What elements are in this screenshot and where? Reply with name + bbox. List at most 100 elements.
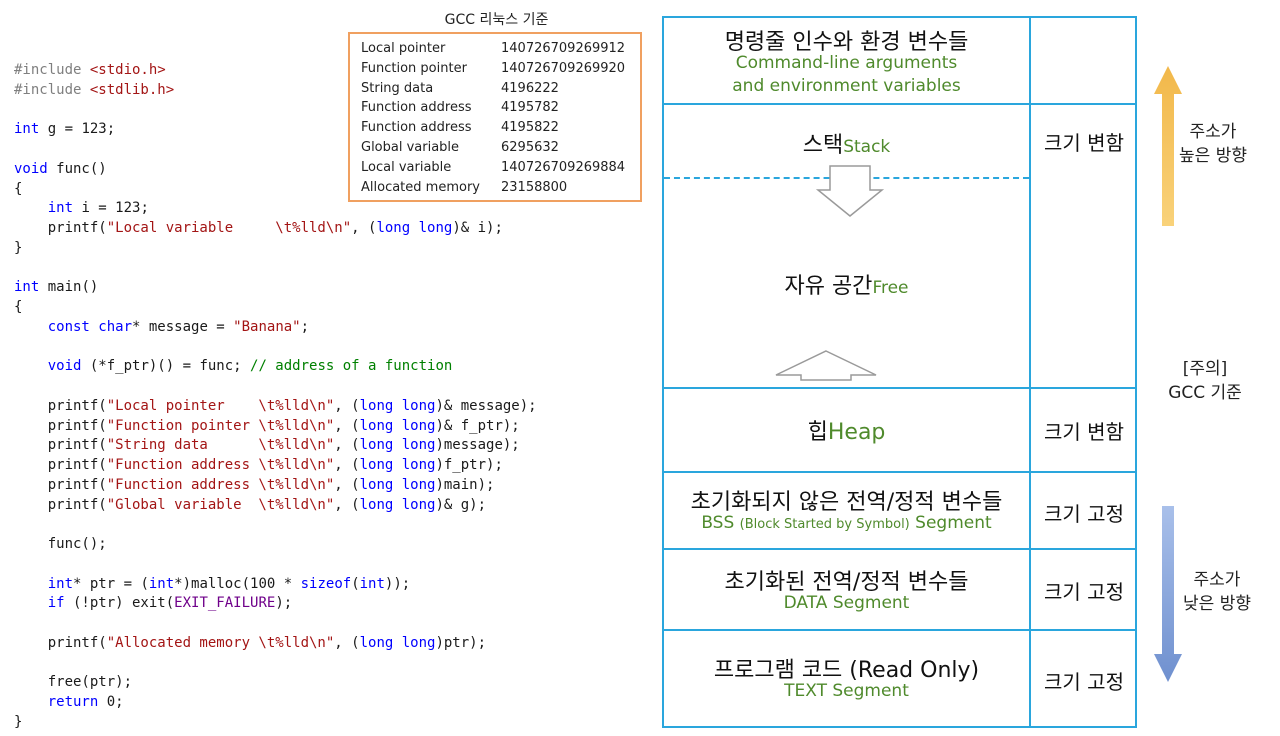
code-token: void [47,358,82,375]
code-token [14,200,48,216]
code-line: printf("Function pointer \t%lld\n", (lon… [14,417,537,437]
heap-grows-up-arrow [775,350,877,381]
bss-size-label: 크기 고정 [1044,502,1124,526]
output-value: 4195782 [501,100,559,116]
stack-grows-down-arrow [815,165,885,217]
output-label: Function address [361,120,472,136]
code-line: } [14,239,537,259]
code-line [14,614,537,634]
code-token: , ( [334,417,360,434]
code-token: sizeof [300,575,352,592]
code-line [14,555,537,575]
text-segment-subtitle: TEXT Segment [784,681,909,701]
code-token: long long [376,220,453,236]
code-token: * message = [132,318,234,335]
code-token [14,576,48,592]
args-segment-en-2: and environment variables [732,76,961,96]
code-token: main() [39,279,99,296]
code-line: printf("Local pointer \t%lld\n", (long l… [14,397,537,417]
code-token: long long [359,417,436,434]
code-line: printf("Function address \t%lld\n", (lon… [14,476,537,496]
code-token: int [47,575,74,592]
code-token: printf( [14,476,107,493]
code-token: free(ptr); [14,674,133,691]
code-line: int i = 123; [14,199,537,219]
text-segment-title: 프로그램 코드 (Read Only) [713,658,980,683]
code-token [14,694,48,710]
code-token: "String data \t%lld\n" [106,437,335,454]
code-token: int [14,279,40,296]
output-value: 23158800 [501,179,568,195]
code-token [14,595,48,611]
code-token: <stdlib.h> [89,81,175,98]
code-line: int g = 123; [14,120,537,140]
bss-segment-subtitle: BSS (Block Started by Symbol) Segment [701,513,992,533]
code-token: )& g); [435,496,487,513]
code-token: if [47,595,65,612]
output-label: Global variable [361,139,460,155]
code-line: const char* message = "Banana"; [14,318,537,338]
code-token: )& message); [435,397,537,414]
code-token: printf( [14,417,107,434]
high-address-arrow [1154,66,1182,226]
output-row: Local pointer 140726709269912 [361,41,640,61]
code-token: , ( [334,496,360,513]
code-token: long long [359,397,436,414]
code-token: int [47,200,74,217]
code-line: #include <stdlib.h> [14,81,537,101]
caution-note: [주의]GCC 기준 [1168,359,1242,403]
output-row: Global variable 6295632 [361,140,640,160]
column-divider [1029,18,1031,726]
code-token: #include [14,62,90,78]
code-line: func(); [14,535,537,555]
code-token: #include [14,81,90,98]
code-line: int main() [14,278,537,298]
output-label: Local pointer [361,41,446,56]
code-line: { [14,180,537,200]
code-token: *)malloc(100 * [174,575,301,592]
bss-segment-title: 초기화되지 않은 전역/정적 변수들 [690,490,1003,515]
code-token: printf( [14,397,107,414]
code-line: free(ptr); [14,673,537,693]
output-value: 6295632 [501,139,559,155]
code-token: "Allocated memory \t%lld\n" [106,634,335,651]
heap-segment-label: 힙Heap [807,420,886,445]
data-size-label: 크기 고정 [1044,580,1124,604]
code-token: )ptr); [435,634,487,651]
code-token: } [14,713,23,730]
stack-size-label: 크기 변함 [1044,131,1124,155]
code-line: printf("Local variable \t%lld\n", (long … [14,219,537,239]
code-token: , ( [334,634,360,651]
divider-line [664,471,1135,473]
code-token: long long [359,496,436,513]
code-token: )); [384,575,411,592]
heap-boundary-dashed [664,387,1029,389]
code-token: "Local pointer \t%lld\n" [106,397,335,414]
code-line [14,654,537,674]
code-token: // address of a function [250,358,453,375]
code-token: ( [351,575,360,592]
code-line [14,259,537,279]
code-token: "Function address \t%lld\n" [106,476,335,493]
data-segment-subtitle: DATA Segment [783,593,910,613]
code-token: )f_ptr); [435,457,503,473]
code-token: printf( [14,220,107,236]
code-token: "Function address \t%lld\n" [106,457,335,473]
low-address-arrow [1154,506,1182,682]
code-token: printf( [14,437,107,454]
code-line: return 0; [14,693,537,713]
code-token: const char [47,318,133,335]
code-token: } [14,239,23,256]
output-label: Function pointer [361,60,467,76]
code-token: long long [359,457,436,473]
code-line [14,515,537,535]
code-token: <stdio.h> [89,62,166,78]
args-segment-title: 명령줄 인수와 환경 변수들 [724,30,969,55]
output-value: 140726709269912 [501,41,626,56]
args-segment-en-1: Command-line arguments [735,53,958,73]
